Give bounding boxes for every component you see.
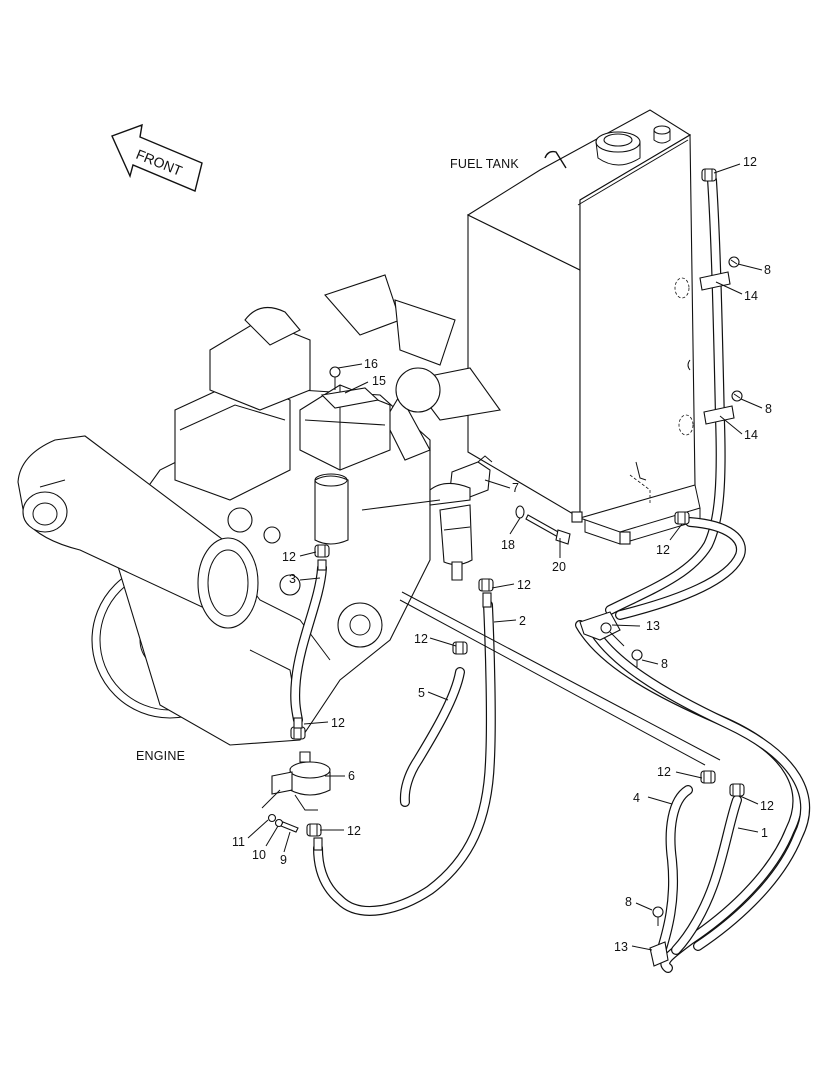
bolt-20 [525, 514, 571, 545]
callout-4: 4 [633, 791, 640, 805]
callout-6: 6 [348, 769, 355, 783]
washer-18 [515, 505, 525, 519]
callout-20: 20 [552, 560, 566, 574]
callout-12: 12 [517, 578, 531, 592]
callout-1: 1 [761, 826, 768, 840]
fuel-pump [261, 751, 331, 811]
callout-12: 12 [282, 550, 296, 564]
callout-15: 15 [372, 374, 386, 388]
callout-12: 12 [760, 799, 774, 813]
callout-14: 14 [744, 289, 758, 303]
hoses [290, 175, 811, 973]
callout-12: 12 [656, 543, 670, 557]
callout-12: 12 [657, 765, 671, 779]
fuel-tank-label: FUEL TANK [450, 157, 519, 171]
callout-12: 12 [331, 716, 345, 730]
bundle-clamps [579, 611, 669, 967]
callout-8: 8 [764, 263, 771, 277]
callout-numbers: 12 8 14 8 14 16 15 7 18 20 12 12 3 12 2 … [232, 155, 774, 954]
callout-7: 7 [512, 481, 519, 495]
callout-9: 9 [280, 853, 287, 867]
hose-clamps [290, 168, 745, 851]
callout-10: 10 [252, 848, 266, 862]
callout-18: 18 [501, 538, 515, 552]
callout-5: 5 [418, 686, 425, 700]
engine: ENGINE [17, 274, 501, 763]
callout-12: 12 [743, 155, 757, 169]
callout-13: 13 [614, 940, 628, 954]
fuel-tank: FUEL TANK [450, 109, 701, 545]
engine-label: ENGINE [136, 749, 185, 763]
fuel-filter [429, 455, 493, 581]
callout-11: 11 [232, 835, 245, 849]
bracket-15-bolt-16 [320, 366, 380, 409]
callout-12: 12 [347, 824, 361, 838]
callout-8: 8 [661, 657, 668, 671]
callout-8: 8 [625, 895, 632, 909]
hardware-9-10-11 [267, 813, 299, 833]
front-label: FRONT [134, 146, 185, 179]
callout-16: 16 [364, 357, 378, 371]
callout-2: 2 [519, 614, 526, 628]
callout-14: 14 [744, 428, 758, 442]
callout-13: 13 [646, 619, 660, 633]
callout-8: 8 [765, 402, 772, 416]
front-arrow: FRONT [111, 123, 203, 192]
callout-12: 12 [414, 632, 428, 646]
leader-lines [247, 163, 763, 951]
callout-3: 3 [289, 572, 296, 586]
